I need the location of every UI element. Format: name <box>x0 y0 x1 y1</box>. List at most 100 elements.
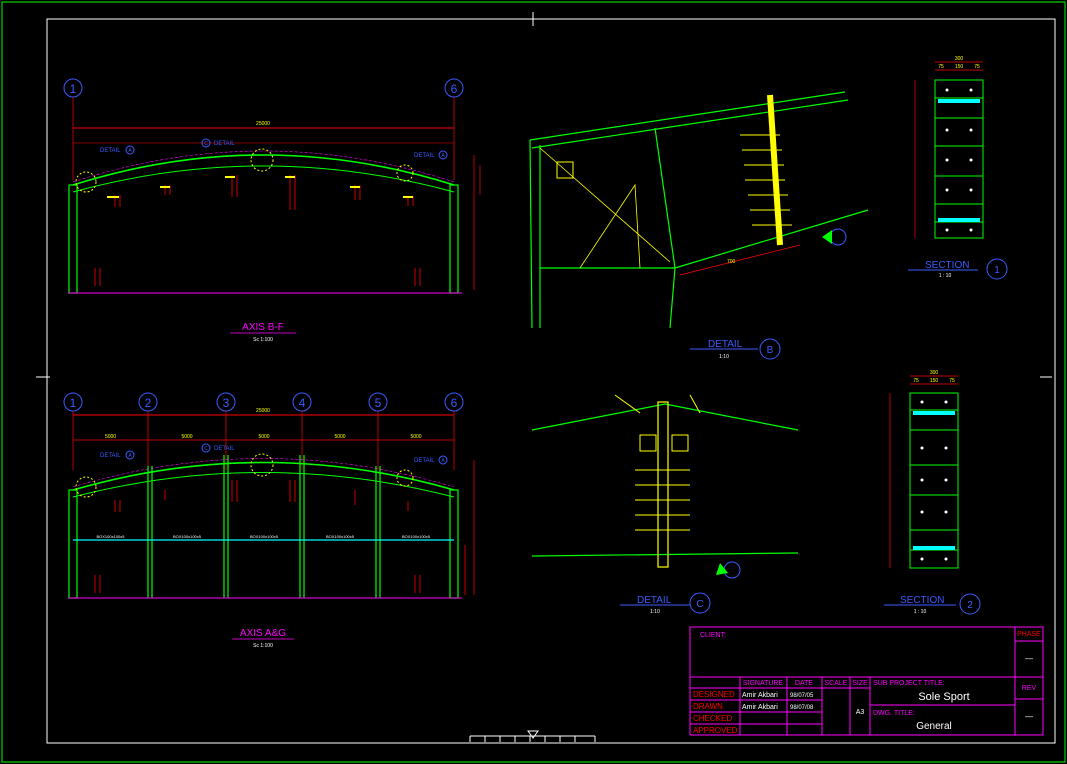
detail-a-bubble-right <box>396 164 414 182</box>
inner-border <box>46 18 1056 744</box>
bracing-detail-marks <box>107 176 413 198</box>
section-1-rows <box>935 97 983 223</box>
detail-b-section-arrow <box>822 230 832 244</box>
detail-b-section-marker <box>829 228 847 246</box>
beam-label: BOX100x100x5 <box>326 534 355 539</box>
col-signature: SIGNATURE <box>743 680 784 687</box>
section-2-dim-b: 150 <box>930 378 939 384</box>
arch-rafter-outer <box>72 154 455 186</box>
dwg-title: General <box>916 721 952 732</box>
client-label: CLIENT: <box>700 632 726 639</box>
detail-a-tag-right <box>438 150 448 160</box>
detail-c-section-marker <box>723 561 741 579</box>
col-scale: SCALE <box>825 680 848 687</box>
phase-label: PHASE <box>1017 631 1041 638</box>
section-1: 300 75 150 75 SECTION 1 1 : 10 <box>908 56 1008 280</box>
section-2-bubble <box>959 593 981 615</box>
overall-dimension-text-bottom: 25000 <box>256 408 270 414</box>
columns-bottom <box>68 455 459 599</box>
role-drawn: DRAWN <box>693 702 723 711</box>
beam-label: BOX100x100x5 <box>402 534 431 539</box>
detail-a-tag-right-bottom-letter: A <box>441 458 445 464</box>
bracing-marks-bottom <box>94 480 466 595</box>
axis-label-6: 6 <box>451 82 458 96</box>
axis-label: 5 <box>375 396 382 410</box>
project-title-label: SUB PROJECT TITLE: <box>873 680 945 687</box>
detail-b-end-plate <box>767 94 783 246</box>
beam-label: BOX100x100x5 <box>173 534 202 539</box>
section-1-bolt-marks <box>945 88 973 232</box>
bay-dimension-text: 5000 <box>105 434 116 440</box>
center-arrow-bottom <box>527 730 539 739</box>
detail-b-letter: B <box>767 345 774 356</box>
detail-c-label-bottom: DETAIL <box>214 446 235 452</box>
detail-c-section-arrow <box>716 563 728 575</box>
overall-dimension-text: 25000 <box>256 121 270 127</box>
elevation-scale-top: Sc 1:100 <box>253 337 273 343</box>
detail-b-dimension-text: 700 <box>727 259 736 265</box>
axis-label-1: 1 <box>70 82 77 96</box>
detail-a-label-right: DETAIL <box>414 153 435 159</box>
detail-b-title: DETAIL <box>708 339 743 350</box>
detail-b-bubble <box>759 338 781 360</box>
scale-ruler-bottom <box>469 735 596 742</box>
top-elevation: 1 6 25000 DETAIL A C DETAIL DETAIL A <box>63 78 481 343</box>
elevation-title-bottom: AXIS A&G <box>240 628 286 639</box>
axis-label: 4 <box>299 396 306 410</box>
section-2-dim-c: 75 <box>949 378 955 384</box>
detail-c-bubble <box>689 592 711 614</box>
left-column <box>68 184 78 294</box>
section-2-dim-overall: 300 <box>930 370 939 376</box>
detail-b-web <box>654 127 676 269</box>
arch-rafter-inner <box>72 165 455 193</box>
detail-a-bubble-right-bottom <box>396 469 414 487</box>
section-2-scale: 1 : 10 <box>914 609 927 615</box>
detail-c-rafter-bottom <box>531 552 799 557</box>
axis-label: 3 <box>223 396 230 410</box>
detail-b-dimension-line <box>679 244 801 276</box>
title-block-frame <box>689 626 1044 736</box>
detail-c-bolt-box-left <box>639 434 657 452</box>
section-2-flange-bottom <box>913 546 955 550</box>
dwg-title-label: DWG. TITLE: <box>873 710 915 717</box>
detail-c-bolt-box-right <box>671 434 689 452</box>
drawn-date: 98/07/08 <box>790 705 814 711</box>
axis-label: 1 <box>70 396 77 410</box>
drawn-name: Amir Akbari <box>742 704 778 711</box>
role-checked: CHECKED <box>693 714 732 723</box>
section-2-dim-a: 75 <box>913 378 919 384</box>
detail-b-rafter-top <box>529 91 849 149</box>
detail-b-plate <box>556 161 574 179</box>
title-block: CLIENT: PHASE — REV — SIGNATURE DATE SCA… <box>689 626 1044 736</box>
bay-dimension-text: 5000 <box>181 434 192 440</box>
detail-c-label: DETAIL <box>214 141 235 147</box>
bay-dimension-text: 5000 <box>334 434 345 440</box>
bracing-marks <box>94 175 421 286</box>
detail-a-label-left: DETAIL <box>100 148 121 154</box>
detail-a-bubble-left-bottom <box>75 476 97 498</box>
beam-label: BOX100x100x5 <box>250 534 279 539</box>
arch-rafter-inner-bottom <box>72 472 455 498</box>
section-1-dim-a: 75 <box>938 64 944 70</box>
detail-c-bolts <box>635 469 690 531</box>
section-2-rows <box>910 409 958 551</box>
detail-c-title: DETAIL <box>637 595 672 606</box>
elevation-scale-bottom: Sc 1:100 <box>253 643 273 649</box>
section-1-flange-bottom <box>938 218 980 222</box>
detail-c-letter: C <box>696 599 703 610</box>
section-1-title: SECTION <box>925 260 969 271</box>
section-1-bubble <box>986 258 1008 280</box>
sheet-size: A3 <box>856 709 865 716</box>
designed-name: Amir Akbari <box>742 692 778 699</box>
detail-c-scale: 1:10 <box>650 609 660 615</box>
elevation-title-top: AXIS B-F <box>242 322 284 333</box>
beam-label: BOX100x100x5 <box>96 534 125 539</box>
section-1-dim-c: 75 <box>974 64 980 70</box>
detail-c: DETAIL C 1:10 <box>531 394 799 615</box>
detail-a-label-left-bottom: DETAIL <box>100 453 121 459</box>
detail-a-tag-left-bottom-letter: A <box>128 453 132 459</box>
detail-a-tag-left <box>125 145 135 155</box>
